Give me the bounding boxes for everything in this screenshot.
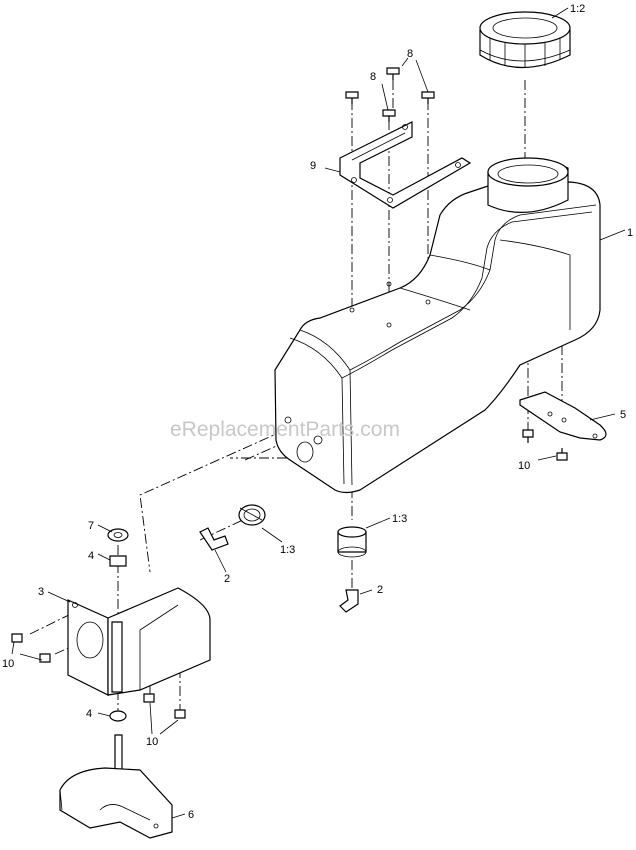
bolts-10-right xyxy=(522,429,568,461)
leader-lines xyxy=(11,7,626,819)
callout-1-3-right: 1:3 xyxy=(392,513,407,525)
upper-bracket xyxy=(339,121,472,209)
callout-6: 6 xyxy=(188,809,194,821)
elbow-2-left xyxy=(199,527,229,551)
callout-4-upper: 4 xyxy=(88,550,94,562)
callout-3: 3 xyxy=(38,586,44,598)
nut-4-upper xyxy=(109,555,127,567)
callout-8-lower: 8 xyxy=(370,71,376,83)
tank xyxy=(274,157,601,494)
tank-cap xyxy=(479,11,571,69)
washer-7 xyxy=(107,528,129,542)
callout-10-left: 10 xyxy=(2,658,14,670)
watermark: eReplacementParts.com xyxy=(170,418,400,441)
callout-9: 9 xyxy=(310,160,316,172)
callout-7: 7 xyxy=(88,520,94,532)
nut-4-lower xyxy=(109,710,127,722)
callout-1: 1 xyxy=(627,227,633,239)
bracket-3 xyxy=(67,587,211,696)
callout-10-right: 10 xyxy=(518,460,530,472)
elbow-2-right xyxy=(339,589,359,613)
callout-10-bottom: 10 xyxy=(146,736,158,748)
callout-1-3-left: 1:3 xyxy=(280,544,295,556)
callout-2-left: 2 xyxy=(224,573,230,585)
callout-1-2: 1:2 xyxy=(570,3,585,15)
bolts-10-left xyxy=(11,633,186,719)
callout-labels: 1:2 1 8 8 9 5 10 1:3 2 1:3 2 7 4 3 10 4 … xyxy=(2,3,633,821)
bracket-5 xyxy=(519,391,607,441)
fitting-1-3-left xyxy=(238,504,266,526)
bolts-8 xyxy=(345,67,435,122)
callout-4-lower: 4 xyxy=(86,708,92,720)
callout-8-upper: 8 xyxy=(407,48,413,60)
fitting-1-3-right xyxy=(337,526,367,558)
base-6 xyxy=(59,734,173,839)
callout-5: 5 xyxy=(620,409,626,421)
callout-2-right: 2 xyxy=(377,584,383,596)
